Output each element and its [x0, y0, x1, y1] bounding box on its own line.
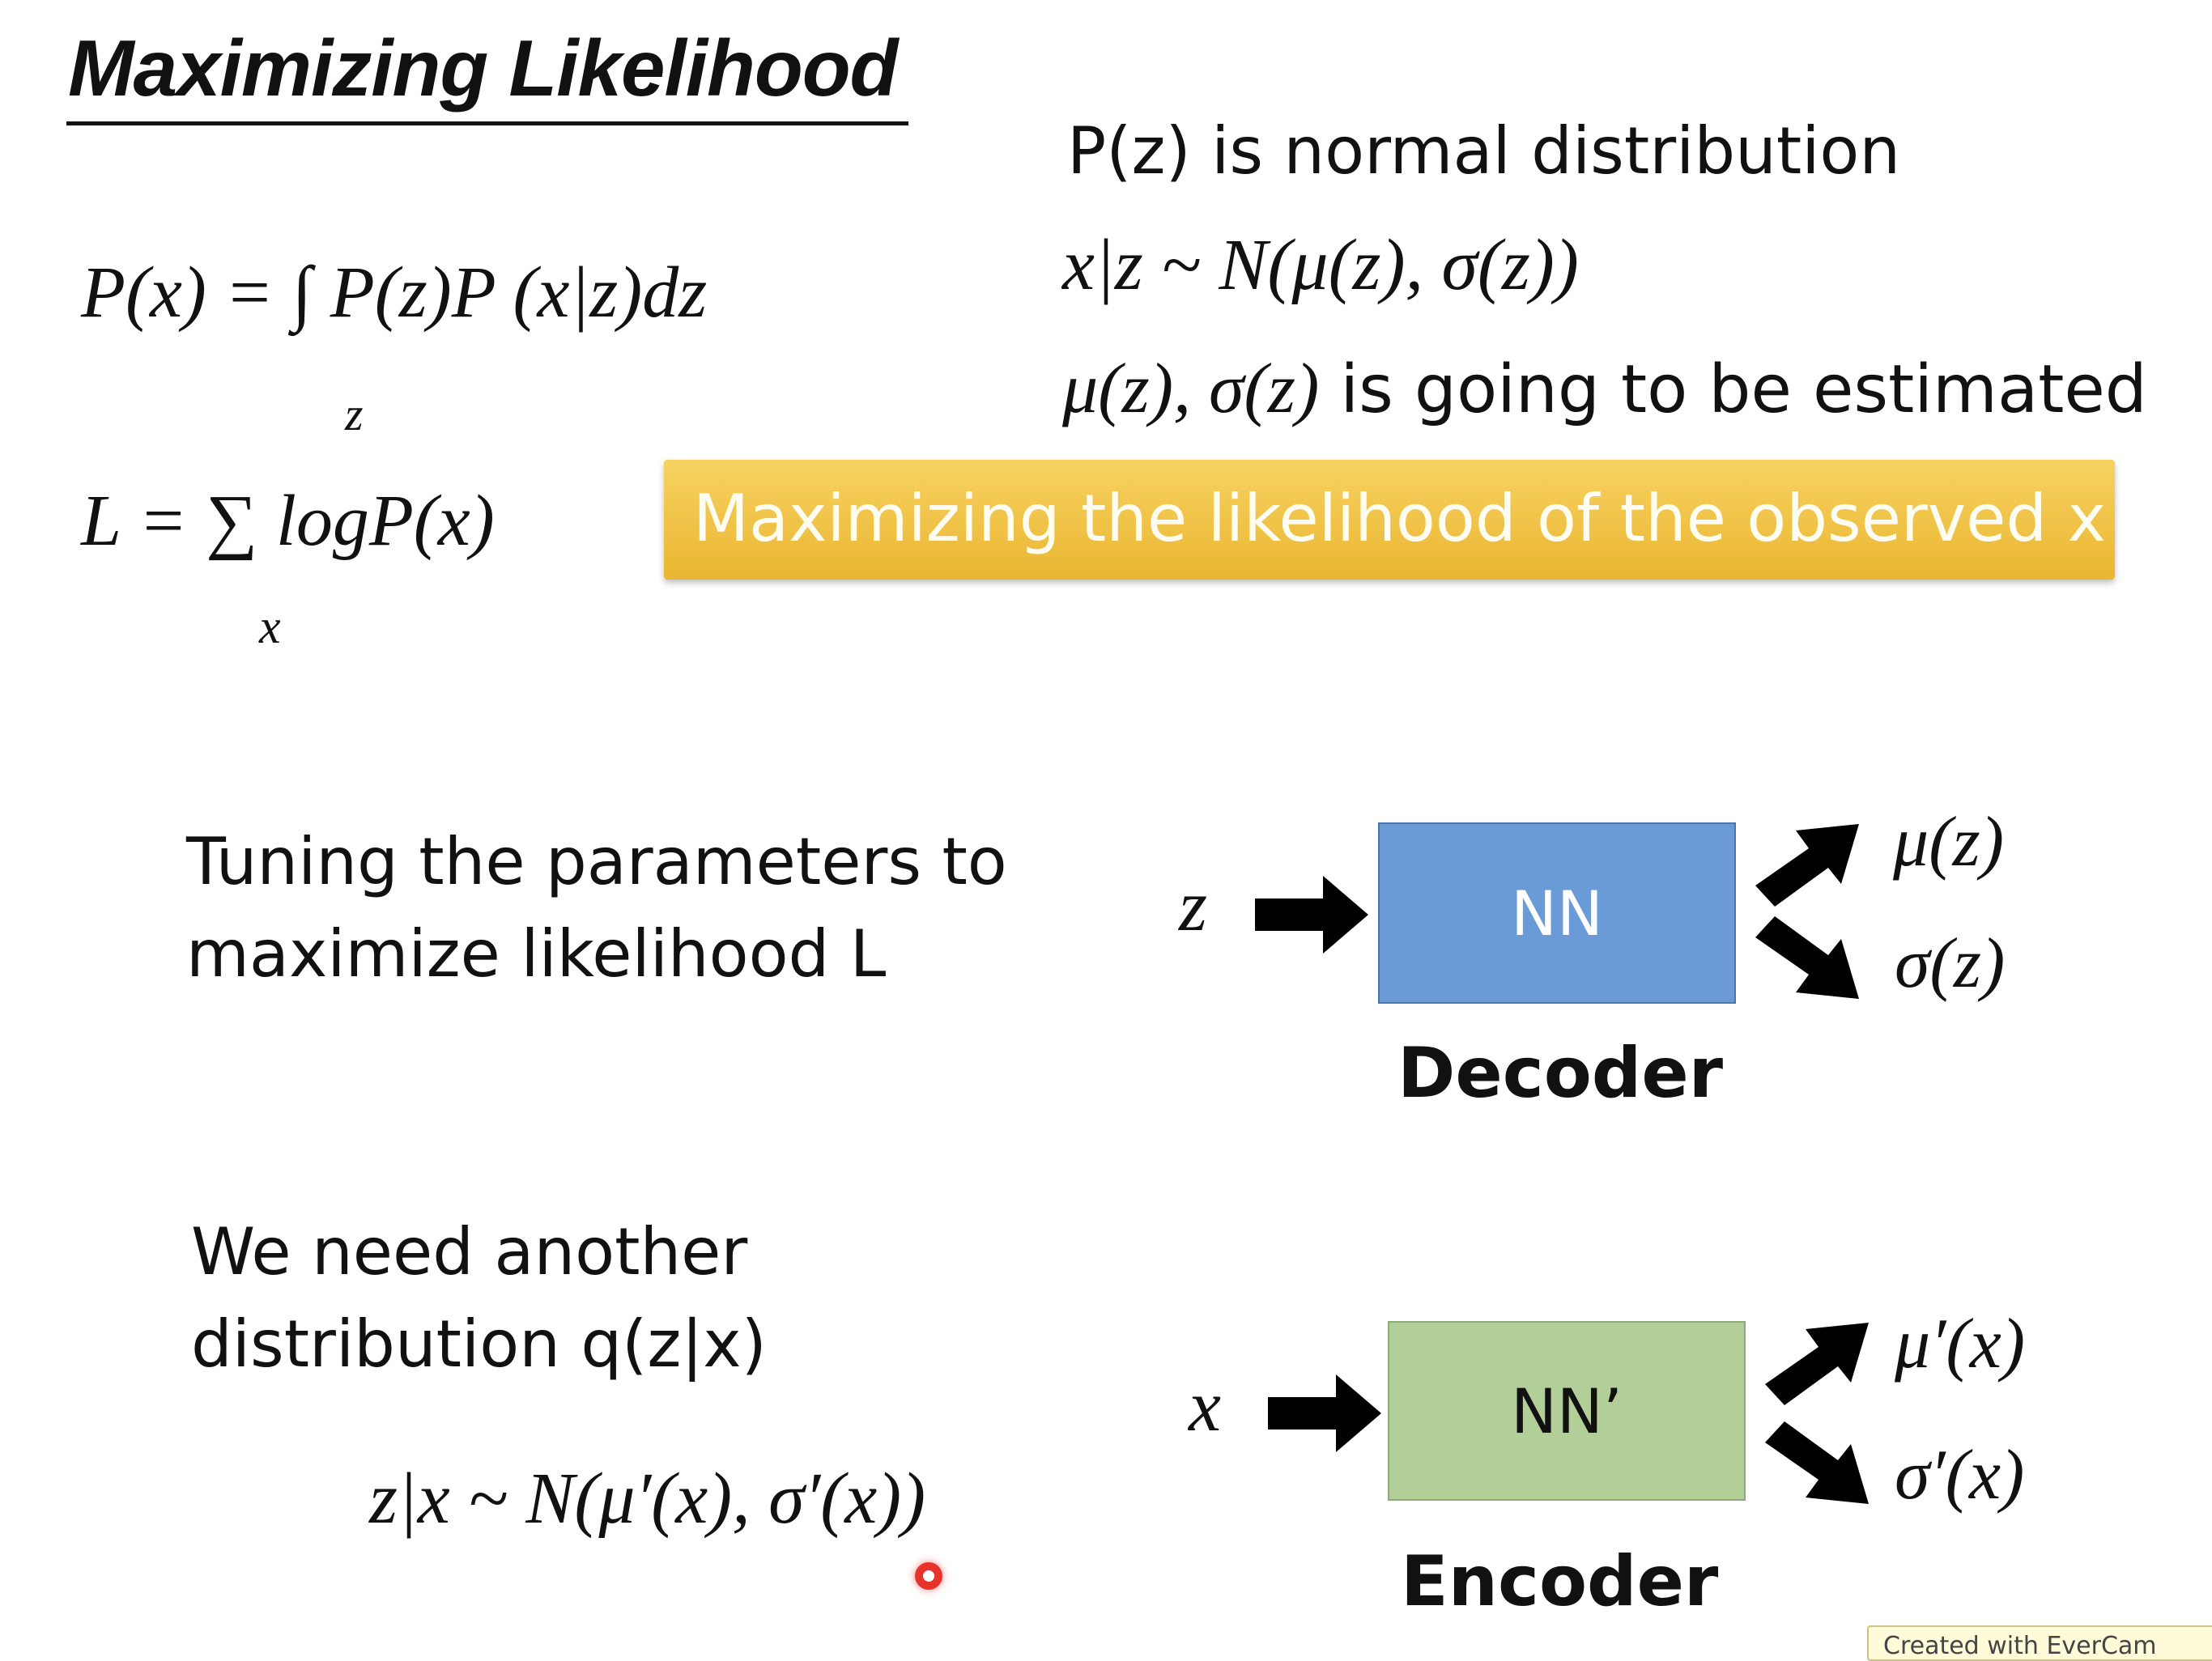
banner-text: Maximizing the likelihood of the observe…: [693, 481, 2106, 556]
note-normal-distribution: P(z) is normal distribution: [1067, 113, 1901, 189]
note-estimated: μ(z), σ(z) is going to be estimated: [1062, 348, 2147, 430]
decoder-label: Decoder: [1397, 1033, 1724, 1114]
watermark-badge: Created with EverCam: [1867, 1625, 2212, 1661]
decoder-input-z: z: [1179, 866, 1208, 946]
note-estimated-math: μ(z), σ(z): [1062, 350, 1320, 428]
integral-subscript: z: [345, 388, 364, 440]
decoder-arrow-mu: [1755, 824, 1859, 907]
encoder-arrow-mu: [1765, 1323, 1869, 1405]
decoder-output-sigma: σ(z): [1895, 924, 2006, 1003]
need-text-line2: distribution q(z|x): [191, 1306, 767, 1382]
equation-z-given-x: z|x ~ N(μ′(x), σ′(x)): [369, 1459, 926, 1539]
equation-px: P(x) = ∫ P(z)P (x|z)dz: [81, 251, 707, 334]
title-underline: [66, 121, 908, 125]
tuning-text-line1: Tuning the parameters to: [186, 824, 1007, 899]
encoder-input-x: x: [1189, 1366, 1221, 1446]
decoder-arrow-sigma: [1755, 916, 1859, 999]
sum-subscript: x: [259, 600, 281, 653]
note-conditional: x|z ~ N(μ(z), σ(z)): [1062, 225, 1579, 305]
encoder-nn-box: NN’: [1388, 1321, 1746, 1501]
equation-px-text: P(x) = ∫ P(z)P (x|z)dz: [81, 253, 708, 333]
need-text-line1: We need another: [191, 1214, 748, 1289]
encoder-label: Encoder: [1401, 1541, 1719, 1622]
page-title: Maximizing Likelihood: [68, 23, 898, 113]
decoder-output-mu: μ(z): [1893, 803, 2005, 881]
equation-likelihood: L = ∑ logP(x): [81, 481, 495, 561]
watermark-text: Created with EverCam: [1883, 1632, 2157, 1660]
tuning-text-line2: maximize likelihood L: [186, 916, 887, 992]
encoder-arrow-sigma: [1765, 1421, 1869, 1504]
encoder-output-mu: μ′(x): [1895, 1305, 2026, 1383]
highlight-banner: Maximizing the likelihood of the observe…: [664, 460, 2115, 580]
decoder-nn-box: NN: [1378, 822, 1736, 1004]
decoder-input-arrow: [1255, 876, 1368, 954]
note-estimated-text: is going to be estimated: [1319, 351, 2147, 428]
pointer-dot-icon: [915, 1562, 942, 1590]
encoder-input-arrow: [1268, 1374, 1381, 1452]
encoder-output-sigma: σ′(x): [1895, 1436, 2025, 1514]
